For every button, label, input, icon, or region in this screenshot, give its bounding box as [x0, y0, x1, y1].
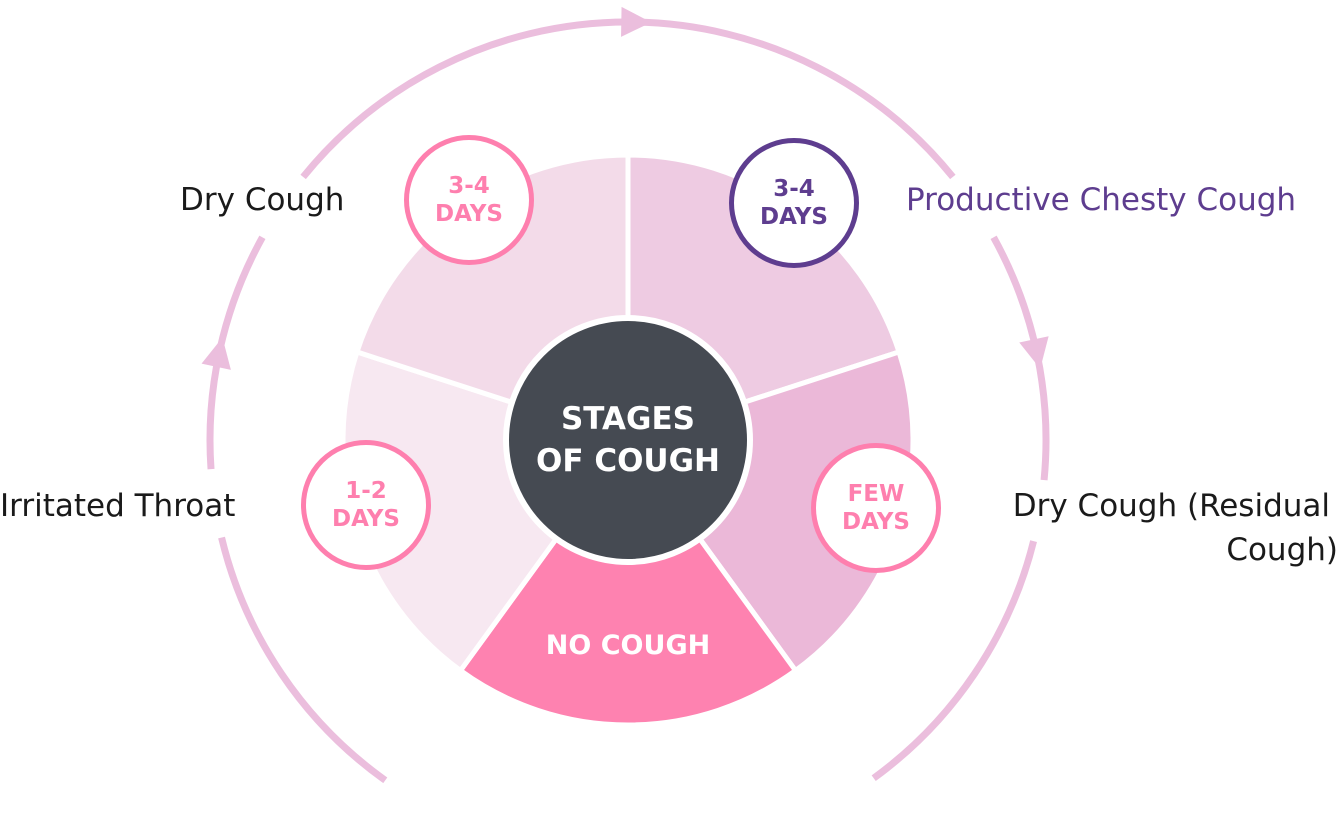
- arrow-icon: [621, 6, 652, 37]
- segment-no-cough: [456, 435, 800, 728]
- badge-text: 3-4: [773, 176, 815, 202]
- badge-text: FEW: [847, 481, 905, 507]
- center-title: STAGES OF COUGH: [503, 315, 753, 565]
- badge-text: 3-4: [448, 173, 490, 199]
- cycle-arc: [871, 540, 1037, 781]
- title-line1: STAGES: [560, 401, 695, 437]
- label-dry-cough: Dry Cough: [180, 182, 345, 218]
- irritated-throat-duration-badge: 1-2 DAYS: [301, 440, 431, 570]
- dry-cough-duration-badge: 3-4 DAYS: [404, 135, 534, 265]
- title-line2: OF COUGH: [536, 443, 720, 479]
- badge-text: DAYS: [332, 506, 400, 532]
- badge-text: DAYS: [760, 204, 828, 230]
- badge-text: DAYS: [435, 201, 503, 227]
- label-productive-chesty-cough: Productive Chesty Cough: [906, 182, 1297, 218]
- arrow-icon: [1019, 336, 1049, 369]
- residual-cough-duration-badge: FEW DAYS: [811, 443, 941, 573]
- arrow-icon: [201, 337, 231, 370]
- label-residual-line2: Cough): [1226, 532, 1338, 568]
- productive-cough-duration-badge: 3-4 DAYS: [729, 138, 859, 268]
- badge-text: 1-2: [345, 478, 387, 504]
- no-cough-label: NO COUGH: [545, 630, 711, 661]
- badge-text: DAYS: [842, 509, 910, 535]
- label-irritated-throat: Irritated Throat: [0, 488, 236, 524]
- cycle-arc: [218, 536, 388, 784]
- label-residual-line1: Dry Cough (Residual: [1012, 488, 1330, 524]
